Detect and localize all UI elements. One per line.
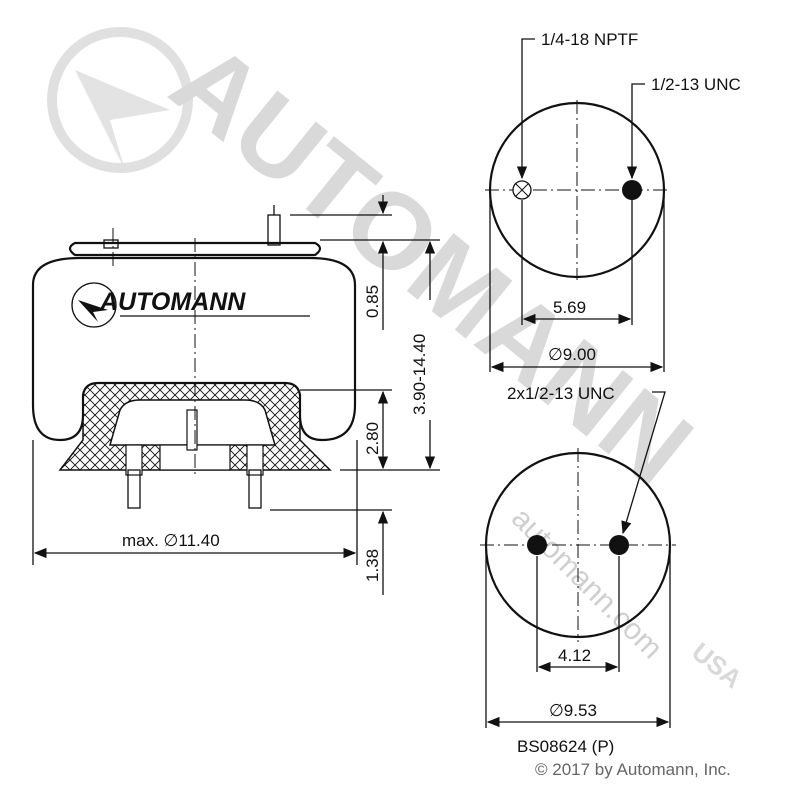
stud-label: 1/2-13 UNC: [651, 75, 741, 94]
diameter-dimension: max. ∅11.40: [122, 531, 220, 550]
stud-hole-icon: [622, 180, 642, 200]
part-number: BS08624 (P): [517, 737, 614, 756]
top-stud: [267, 214, 281, 246]
watermark-suffix: USA: [686, 636, 748, 694]
piston-height-dimension: 2.80: [363, 422, 382, 455]
port-label: 1/4-18 NPTF: [541, 30, 638, 49]
top-plate-view: 1/4-18 NPTF 1/2-13 UNC 5.69 ∅9.00: [485, 30, 741, 373]
bottom-stud-right: [248, 469, 262, 509]
air-port-icon: [512, 180, 532, 200]
top-stud-dimension: 0.85: [363, 285, 382, 318]
height-range-dimension: 3.90-14.40: [410, 334, 429, 415]
automann-logo: AUTOMANN: [71, 282, 310, 328]
copyright: © 2017 by Automann, Inc.: [535, 760, 731, 779]
watermark-logo-icon: [47, 27, 193, 173]
bottom-diameter-dimension: ∅9.53: [549, 701, 597, 720]
top-spacing-dimension: 5.69: [553, 298, 586, 317]
bottom-stud-label: 2x1/2-13 UNC: [507, 384, 615, 403]
stud-hole-icon: [527, 535, 547, 555]
bottom-stud-dimension: 1.38: [363, 549, 382, 582]
watermark-url: automann.com: [505, 502, 669, 666]
top-diameter-dimension: ∅9.00: [548, 345, 596, 364]
bottom-stud-left: [127, 469, 141, 509]
bottom-plate-view: 2x1/2-13 UNC 4.12 ∅9.53: [480, 384, 676, 728]
watermark: AUTOMANN USA automann.com: [47, 19, 748, 694]
side-view: AUTOMANN max. ∅11.40 0.85 3.90-14.40 2.8…: [31, 195, 440, 595]
logo-text: AUTOMANN: [99, 288, 246, 316]
bottom-spacing-dimension: 4.12: [558, 646, 591, 665]
stud-hole-icon: [609, 535, 629, 555]
